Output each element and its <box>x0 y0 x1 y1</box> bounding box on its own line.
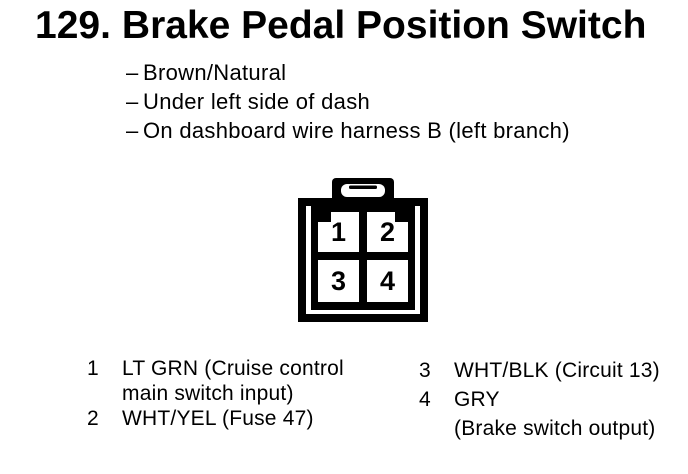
legend-item-pin-2: 2 WHT/YEL (Fuse 47) <box>87 406 344 431</box>
legend-pin-description: GRY (Brake switch output) <box>454 385 655 443</box>
page-title: Brake Pedal Position Switch <box>121 4 647 47</box>
detail-list: – Brown/Natural – Under left side of das… <box>126 58 570 145</box>
detail-item-harness: – On dashboard wire harness B (left bran… <box>126 116 570 145</box>
cavity-2-notch <box>395 212 408 222</box>
detail-text: On dashboard wire harness B (left branch… <box>143 118 570 143</box>
bullet-dash: – <box>126 118 139 143</box>
pin-cavity-3 <box>318 260 359 302</box>
pin-1-label: 1 <box>331 217 346 247</box>
legend-line: main switch input) <box>122 382 294 405</box>
detail-text: Brown/Natural <box>143 60 287 85</box>
legend-pin-number: 2 <box>87 407 99 430</box>
cavity-1-notch <box>318 212 331 222</box>
legend-line: (Brake switch output) <box>454 417 656 440</box>
detail-text: Under left side of dash <box>143 89 371 114</box>
detail-item-color: – Brown/Natural <box>126 58 570 87</box>
legend-pin-description: WHT/BLK (Circuit 13) <box>454 356 660 385</box>
legend-item-pin-3: 3 WHT/BLK (Circuit 13) <box>419 356 660 385</box>
legend-line: WHT/YEL (Fuse 47) <box>122 407 314 430</box>
connector-tab-latch <box>349 185 377 189</box>
legend-item-pin-4: 4 GRY (Brake switch output) <box>419 385 660 443</box>
legend-pin-number: 4 <box>419 388 431 411</box>
legend-pin-number: 3 <box>419 359 431 382</box>
legend-pin-description: LT GRN (Cruise control main switch input… <box>122 356 344 406</box>
pin-legend-right: 3 WHT/BLK (Circuit 13) 4 GRY (Brake swit… <box>419 356 660 443</box>
bullet-dash: – <box>126 89 139 114</box>
section-heading: 129. Brake Pedal Position Switch <box>35 4 646 48</box>
connector-diagram: 1 2 3 4 <box>298 178 428 322</box>
pin-3-label: 3 <box>331 266 346 296</box>
detail-item-location: – Under left side of dash <box>126 87 570 116</box>
pin-4-label: 4 <box>380 266 395 296</box>
legend-line: WHT/BLK (Circuit 13) <box>454 359 660 382</box>
legend-pin-description: WHT/YEL (Fuse 47) <box>122 406 314 431</box>
pin-legend-left: 1 LT GRN (Cruise control main switch inp… <box>87 356 344 431</box>
legend-line: LT GRN (Cruise control <box>122 357 344 380</box>
pin-2-label: 2 <box>380 217 395 247</box>
legend-item-pin-1: 1 LT GRN (Cruise control main switch inp… <box>87 356 344 406</box>
bullet-dash: – <box>126 60 139 85</box>
pin-cavity-4 <box>367 260 408 302</box>
section-number: 129. <box>35 4 111 47</box>
legend-line: GRY <box>454 388 500 411</box>
legend-pin-number: 1 <box>87 357 99 380</box>
